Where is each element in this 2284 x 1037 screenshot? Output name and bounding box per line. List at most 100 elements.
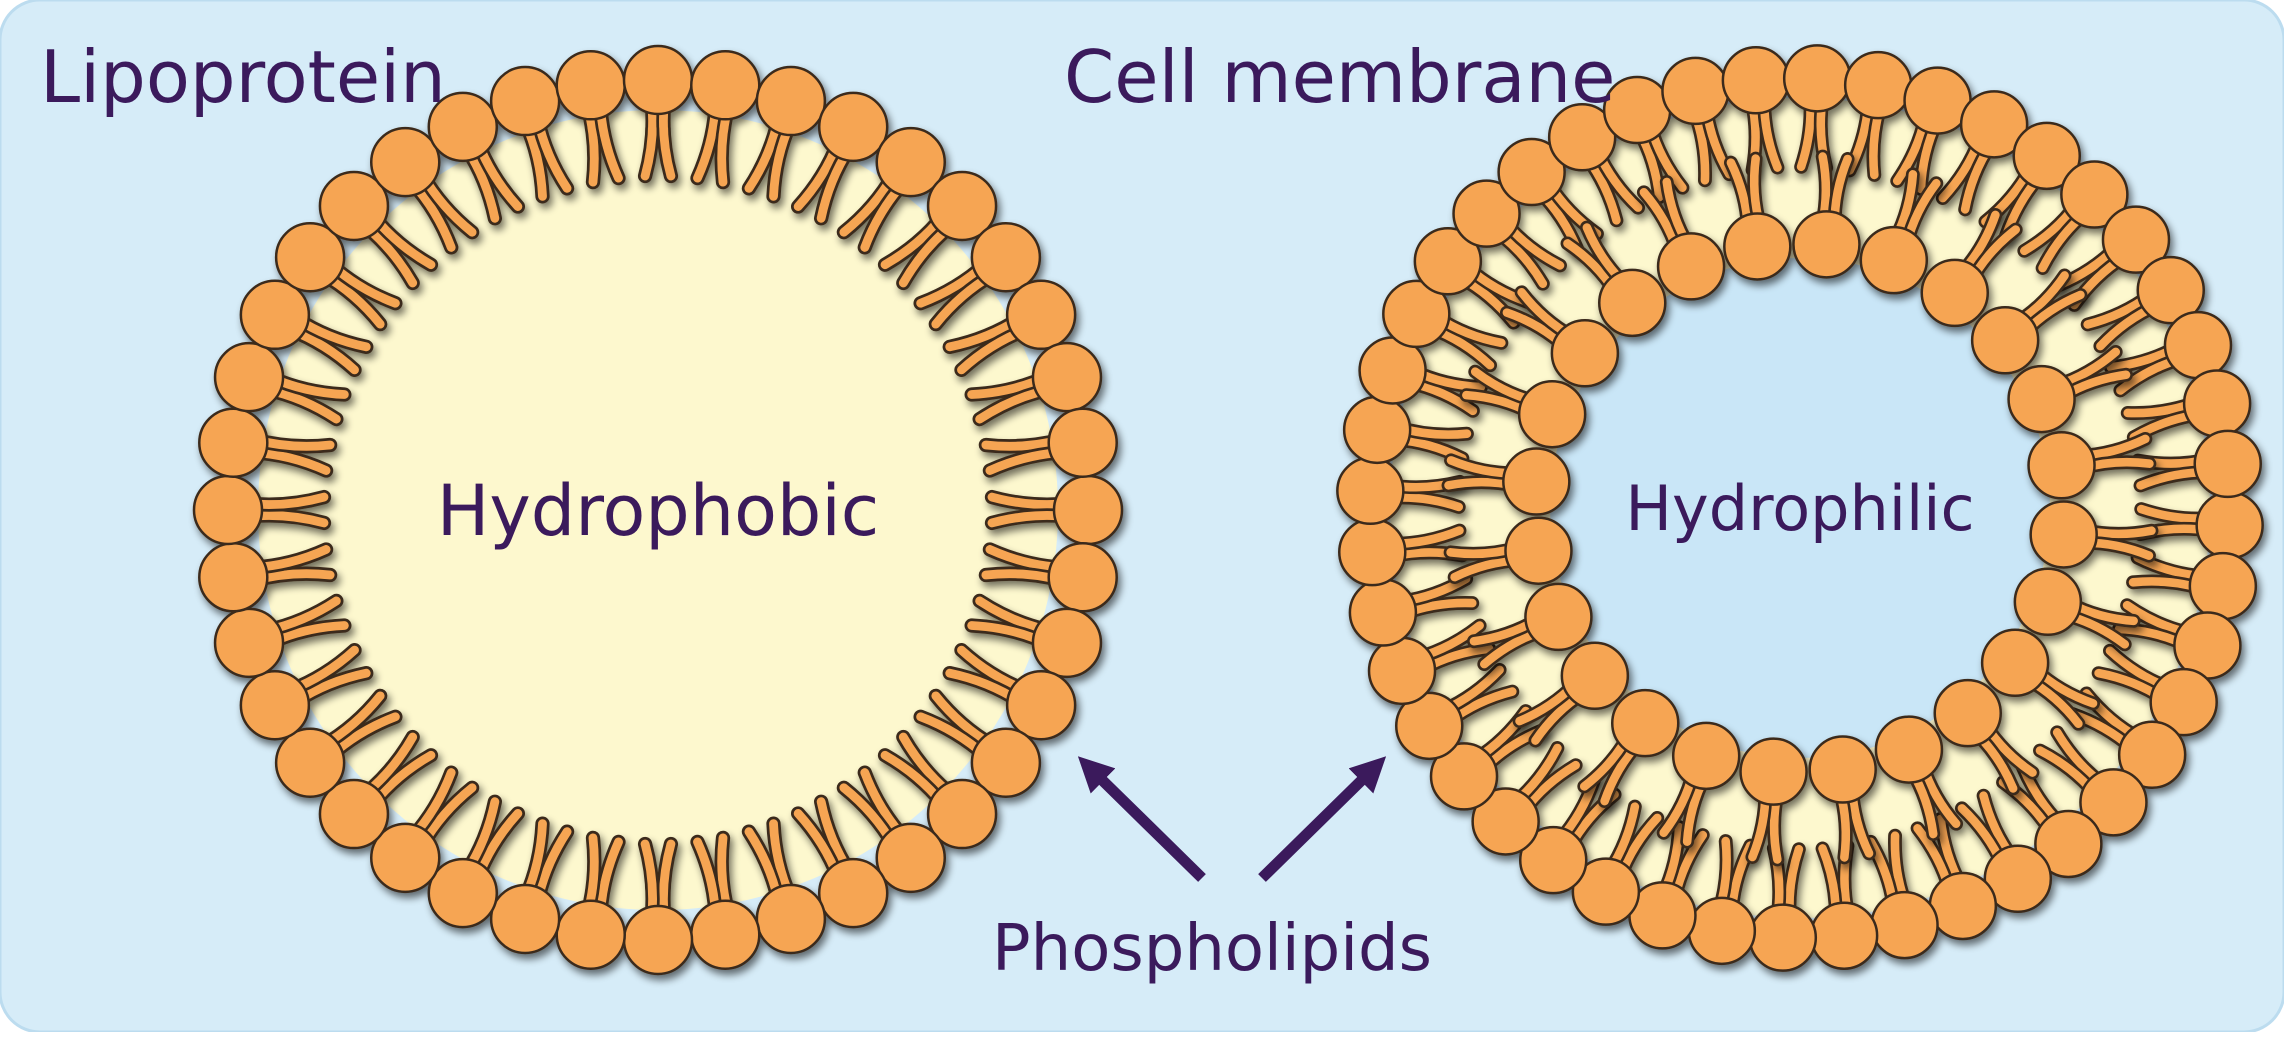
phospholipid-icon bbox=[877, 170, 998, 291]
phospholipid-icon bbox=[978, 407, 1118, 478]
hydrophilic-label: Hydrophilic bbox=[1625, 472, 1974, 545]
phospholipid-icon bbox=[622, 44, 694, 184]
phospholipid-icon bbox=[790, 794, 889, 929]
arrow-icon bbox=[1258, 756, 1387, 882]
phospholipid-icon bbox=[836, 765, 946, 894]
phospholipid-icon bbox=[318, 729, 439, 850]
phospholipid-icon bbox=[1792, 149, 1861, 279]
phospholipid-icon bbox=[2033, 725, 2148, 837]
phospholipid-icon bbox=[1342, 395, 1474, 466]
phospholipid-icon bbox=[1910, 811, 1998, 941]
phospholipid-icon bbox=[1459, 364, 1587, 449]
phospholipid-icon bbox=[2080, 255, 2205, 354]
phospholipid-icon bbox=[690, 50, 761, 190]
phospholipid-icon bbox=[836, 126, 946, 255]
phospholipid-icon bbox=[1955, 788, 2053, 913]
phospholipid-icon bbox=[1636, 175, 1726, 301]
phospholipid-icon bbox=[741, 65, 827, 204]
cell-membrane-diagram bbox=[1336, 44, 2264, 972]
phospholipid-icon bbox=[2027, 431, 2157, 500]
phospholipid-icon bbox=[489, 65, 575, 204]
phospholipid-icon bbox=[1970, 268, 2088, 375]
phospholipid-icon bbox=[2029, 500, 2159, 569]
phospholipid-icon bbox=[198, 407, 338, 478]
phospholipid-icon bbox=[964, 341, 1103, 427]
phospholipid-icon bbox=[1467, 582, 1593, 672]
phospholipid-icon bbox=[1980, 628, 2100, 731]
phospholipid-icon bbox=[1809, 838, 1879, 970]
phospholipid-icon bbox=[978, 542, 1118, 613]
phospholipid-icon bbox=[1577, 688, 1680, 808]
phospholipid-icon bbox=[274, 222, 403, 332]
phospholipid-icon bbox=[942, 279, 1077, 378]
phospholipid-icon bbox=[239, 279, 374, 378]
phospholipid-icon bbox=[1920, 208, 2023, 328]
phospholipid-icon bbox=[370, 765, 480, 894]
phospholipid-icon bbox=[2091, 643, 2218, 737]
phospholipid-icon bbox=[213, 593, 352, 679]
phospholipid-icon bbox=[1560, 220, 1667, 338]
phospholipid-icon bbox=[1441, 447, 1571, 516]
phospholipid-icon bbox=[2017, 160, 2129, 275]
phospholipid-icon bbox=[239, 642, 374, 741]
phospholipid-icon bbox=[1382, 279, 1509, 373]
phospholipid-icon bbox=[427, 794, 526, 929]
phospholipid-icon bbox=[1471, 741, 1583, 856]
inner-leaflet-phospholipids bbox=[1441, 149, 2159, 867]
phospholipid-icon bbox=[2112, 598, 2242, 680]
arrow-icon bbox=[1077, 756, 1206, 882]
phospholipid-icon bbox=[1978, 121, 2082, 243]
phospholipid-icon bbox=[489, 816, 575, 955]
hydrophilic-core bbox=[1550, 258, 2050, 758]
phospholipid-icon bbox=[913, 688, 1042, 798]
phospholipid-icon bbox=[622, 836, 694, 976]
lipoprotein-title: Lipoprotein bbox=[40, 35, 446, 119]
phospholipid-icon bbox=[1933, 678, 2040, 796]
lipoprotein-diagram bbox=[192, 44, 1124, 976]
phospholipid-icon bbox=[1602, 75, 1690, 205]
phospholipid-icon bbox=[2103, 310, 2233, 398]
phospholipid-icon bbox=[1571, 799, 1665, 926]
phospholipid-icon bbox=[1512, 641, 1630, 748]
phospholipid-icon bbox=[964, 593, 1103, 679]
phospholipid-icon bbox=[555, 50, 626, 190]
phospholipid-icon bbox=[1739, 737, 1808, 867]
phospholipid-icon bbox=[2013, 567, 2141, 652]
cell-membrane-title: Cell membrane bbox=[1064, 35, 1615, 119]
phospholipid-icon bbox=[1500, 285, 1620, 388]
phospholipid-icon bbox=[1859, 167, 1944, 295]
phospholipid-icon bbox=[198, 542, 338, 613]
phospholipid-icon bbox=[1890, 66, 1972, 196]
phospholipid-icon bbox=[1358, 336, 1488, 418]
phospholipid-icon bbox=[1874, 715, 1964, 841]
phospholipid-icon bbox=[370, 126, 480, 255]
phospholipid-icon bbox=[690, 830, 761, 970]
outer-leaflet-phospholipids bbox=[1336, 44, 2264, 972]
phospholipid-icon bbox=[942, 642, 1077, 741]
phospholipid-icon bbox=[1808, 735, 1877, 865]
hydrophobic-label: Hydrophobic bbox=[437, 470, 880, 552]
hydrophobic-core bbox=[258, 110, 1058, 910]
phospholipid-icon bbox=[1452, 179, 1567, 291]
phospholipid-icon bbox=[1723, 151, 1792, 281]
phospholipid-icon bbox=[1721, 46, 1791, 178]
phospholipid-icon bbox=[1367, 618, 1497, 706]
phospholipid-icon bbox=[1395, 662, 1520, 761]
phospholipid-icon bbox=[877, 729, 998, 850]
phospholipid-icon bbox=[1628, 820, 1710, 950]
phospholipid-icon bbox=[427, 91, 526, 226]
phospholipid-icon bbox=[1935, 90, 2029, 217]
phospholipid-icon bbox=[555, 830, 626, 970]
phospholipids-label: Phospholipids bbox=[992, 912, 1432, 986]
phospholipid-icon bbox=[1443, 516, 1573, 585]
phospholipid-icon bbox=[913, 222, 1042, 332]
phospholipid-icon bbox=[274, 688, 403, 798]
phospholipid-icon bbox=[790, 91, 889, 226]
phospholipid-icon bbox=[213, 341, 352, 427]
phospholipid-icon bbox=[1338, 517, 1470, 587]
phospholipid-icon bbox=[2007, 344, 2133, 434]
phospholipid-icon bbox=[192, 474, 332, 546]
phospholipid-icon bbox=[741, 816, 827, 955]
